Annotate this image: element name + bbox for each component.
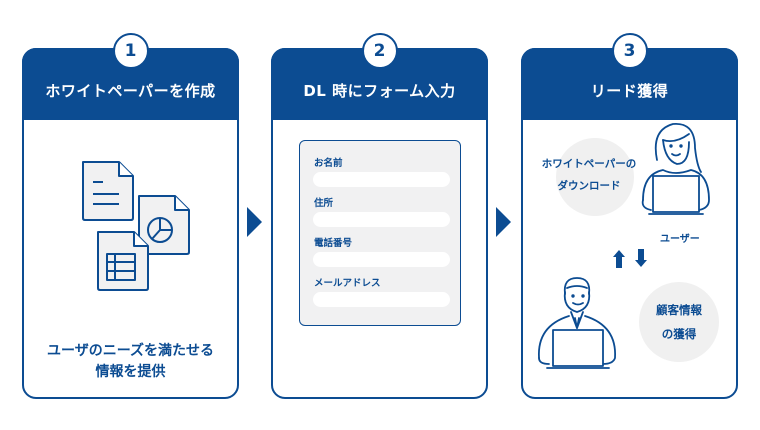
email-label: メールアドレス <box>314 278 381 289</box>
man-user-icon <box>538 277 616 369</box>
step-title: ホワイトペーパーを作成 <box>45 82 216 100</box>
address-field[interactable] <box>313 212 450 227</box>
caption-line: 情報を提供 <box>95 364 166 380</box>
woman-user-icon <box>641 123 710 215</box>
step-title: リード獲得 <box>590 82 669 100</box>
download-bubble <box>556 138 634 216</box>
step-number-badge: 2 <box>361 33 398 69</box>
bubble-line: 顧客情報 <box>656 303 702 317</box>
chevron-right-icon <box>496 207 511 237</box>
step-title: DL 時にフォーム入力 <box>303 82 456 100</box>
arrow-down-icon <box>635 249 647 267</box>
arrow-up-icon <box>613 250 625 268</box>
name-field[interactable] <box>313 172 450 187</box>
step-number-badge: 3 <box>611 33 648 69</box>
bubble-line: ホワイトペーパーの <box>541 158 637 170</box>
phone-label: 電話番号 <box>314 238 353 249</box>
documents-icon <box>82 161 190 291</box>
lead-form: お名前 住所 電話番号 メールアドレス <box>299 140 461 326</box>
info-text: 顧客情報 の獲得 <box>639 298 719 346</box>
name-label: お名前 <box>314 158 343 169</box>
bubble-line: の獲得 <box>661 327 697 341</box>
step-header: DL 時にフォーム入力 <box>271 48 488 120</box>
step-caption: ユーザのニーズを満たせる 情報を提供 <box>24 341 237 383</box>
caption-line: ユーザのニーズを満たせる <box>46 343 215 359</box>
phone-field[interactable] <box>313 252 450 267</box>
email-field[interactable] <box>313 292 450 307</box>
step-card-1: ホワイトペーパーを作成 1 ユーザのニーズを満たせる 情報を提供 <box>22 33 239 399</box>
download-text: ホワイトペーパーの ダウンロード <box>529 153 649 197</box>
step-card-3: リード獲得 3 ホワイトペーパーの ダウンロード ユーザー <box>521 33 738 399</box>
info-bubble <box>639 282 719 362</box>
step-card-2: DL 時にフォーム入力 2 お名前 住所 電話番号 メールアドレス <box>271 33 488 399</box>
chevron-right-icon <box>247 207 262 237</box>
user-label: ユーザー <box>660 234 700 245</box>
step-number-badge: 1 <box>112 33 149 69</box>
bubble-line: ダウンロード <box>557 180 621 192</box>
address-label: 住所 <box>314 198 334 209</box>
